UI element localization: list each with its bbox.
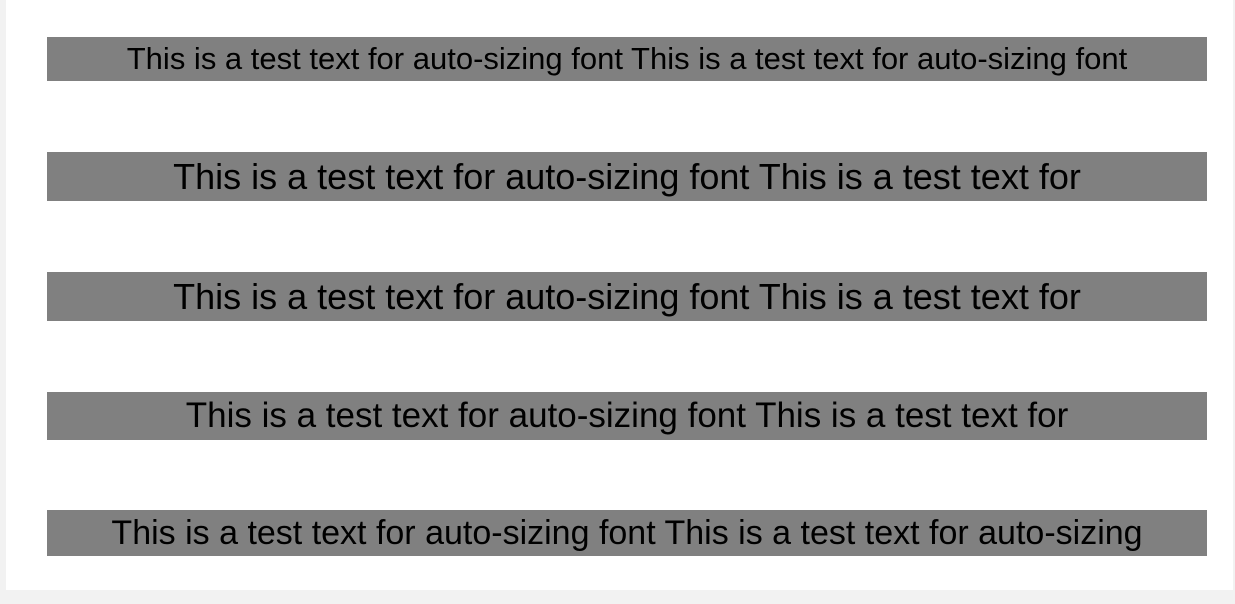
content-canvas: This is a test text for auto-sizing font… (6, 0, 1233, 590)
text-row-5-label: This is a test text for auto-sizing font… (111, 513, 1143, 552)
text-row-2-label: This is a test text for auto-sizing font… (173, 155, 1081, 197)
text-row-2: This is a test text for auto-sizing font… (47, 152, 1207, 201)
text-row-3: This is a test text for auto-sizing font… (47, 272, 1207, 321)
text-row-4: This is a test text for auto-sizing font… (47, 392, 1207, 440)
text-row-5: This is a test text for auto-sizing font… (47, 510, 1207, 556)
text-row-3-label: This is a test text for auto-sizing font… (173, 275, 1081, 317)
text-row-1-label: This is a test text for auto-sizing font… (126, 41, 1128, 76)
text-row-4-label: This is a test text for auto-sizing font… (185, 396, 1069, 435)
text-row-1: This is a test text for auto-sizing font… (47, 37, 1207, 81)
